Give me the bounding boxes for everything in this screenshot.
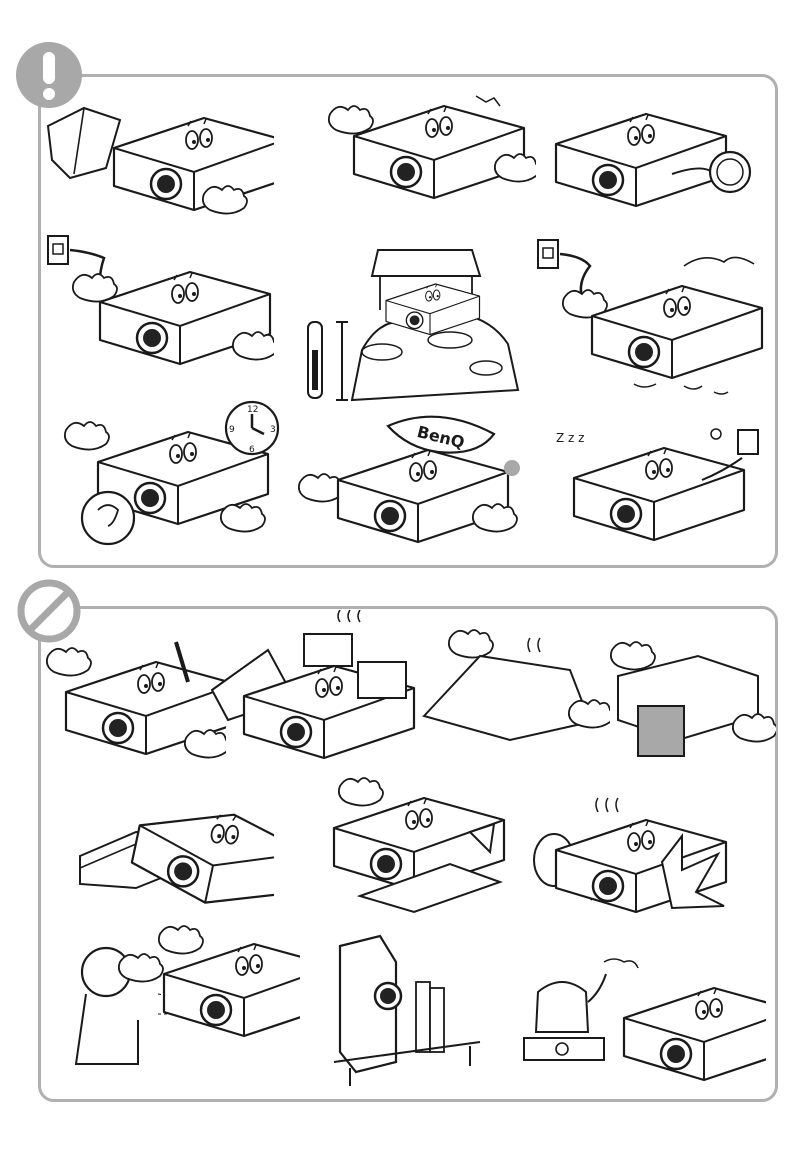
clock-number-12: 12 (247, 405, 258, 415)
clock-number-9: 9 (229, 425, 235, 435)
service-center-illustration: BenQ (298, 415, 520, 544)
read-manual-illustration (46, 106, 274, 215)
do-not-place-against-wall-illustration (609, 641, 776, 757)
do-not-place-on-soft-surface-illustration (79, 794, 274, 904)
unplug-power-illustration (47, 235, 274, 366)
lamp-lifespan-illustration: 12 3 6 9 (63, 400, 280, 546)
do-not-look-into-lens-illustration (74, 925, 300, 1065)
clock-number-6: 6 (249, 445, 255, 455)
lens-cap-illustration (554, 112, 752, 208)
do-not-disassemble-illustration (46, 641, 226, 759)
clock-number-3: 3 (270, 425, 276, 435)
temperature-altitude-illustration (307, 249, 520, 402)
avoid-humidity-illustration (537, 239, 764, 395)
standby-illustration: Z z z (556, 428, 759, 542)
do-not-spill-liquid-illustration (332, 777, 506, 914)
do-not-cover-illustration (422, 629, 610, 742)
do-not-stand-vertically-illustration (333, 934, 481, 1086)
sleep-letters: Z z z (556, 431, 584, 445)
do-not-place-near-heat-illustration (523, 958, 766, 1082)
do-not-block-vents-illustration (210, 610, 416, 760)
handle-with-care-illustration (327, 95, 536, 200)
do-not-touch-hot-illustration (533, 797, 728, 914)
